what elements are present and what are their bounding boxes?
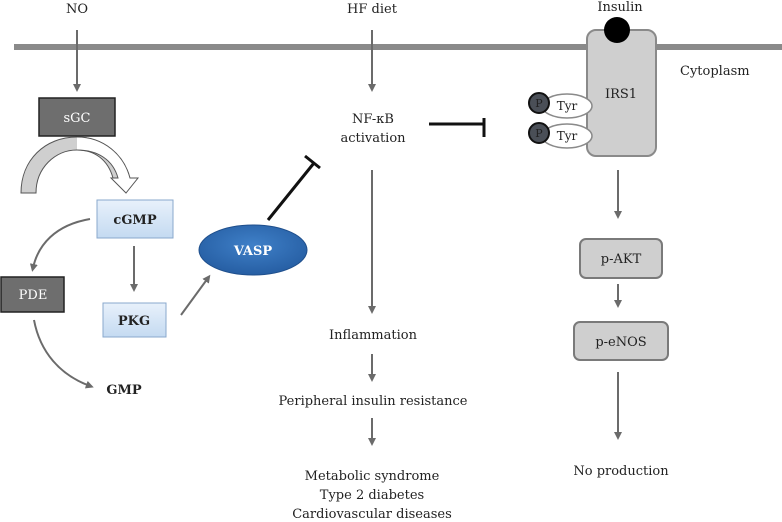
sgc-label: sGC bbox=[63, 111, 90, 126]
p-akt-node: p-AKT bbox=[579, 238, 663, 279]
cytoplasm-label: Cytoplasm bbox=[680, 64, 750, 79]
pkg-node: PKG bbox=[102, 302, 167, 338]
phosphate-icon bbox=[528, 122, 550, 144]
cgmp-label: cGMP bbox=[113, 213, 156, 228]
tyr-label: Tyr bbox=[557, 129, 578, 143]
p-enos-node: p-eNOS bbox=[573, 321, 669, 361]
nfkb-label: NF-κB bbox=[352, 112, 394, 127]
cell-membrane bbox=[14, 44, 782, 50]
phosphate-label: P bbox=[535, 97, 543, 110]
outcome-metabolic-syndrome: Metabolic syndrome bbox=[305, 469, 440, 484]
nfkb-activation-label: activation bbox=[340, 131, 406, 146]
cgmp-to-pde-arrow bbox=[29, 218, 91, 272]
pkg-label: PKG bbox=[118, 314, 150, 329]
resistance-label: Peripheral insulin resistance bbox=[279, 394, 468, 409]
insulin-ligand-icon bbox=[604, 17, 630, 43]
phosphate-label: P bbox=[535, 127, 543, 140]
cgmp-node: cGMP bbox=[96, 199, 174, 239]
nfkb-inhibits-irs1 bbox=[429, 118, 486, 137]
pde-label: PDE bbox=[19, 288, 48, 303]
inflammation-label: Inflammation bbox=[329, 328, 418, 343]
outcome-type2-diabetes: Type 2 diabetes bbox=[320, 488, 424, 503]
sgc-node: sGC bbox=[38, 97, 116, 137]
pde-node: PDE bbox=[0, 276, 65, 313]
tyr-label: Tyr bbox=[557, 99, 578, 113]
vasp-inhibits-nfkb bbox=[266, 154, 321, 221]
outcome-cardiovascular: Cardiovascular diseases bbox=[292, 507, 452, 522]
conversion-arc-arrow bbox=[20, 136, 140, 194]
insulin-label: Insulin bbox=[597, 0, 643, 15]
vasp-label: VASP bbox=[233, 244, 273, 259]
hf-diet-label: HF diet bbox=[347, 2, 398, 17]
pde-to-gmp-arrow bbox=[33, 319, 94, 389]
irs1-label: IRS1 bbox=[605, 87, 637, 102]
no-production-label: No production bbox=[573, 464, 669, 479]
irs1-receptor: IRS1 bbox=[586, 29, 657, 157]
vasp-node: VASP bbox=[198, 224, 308, 276]
p-akt-label: p-AKT bbox=[601, 252, 642, 267]
pkg-to-vasp-arrow bbox=[180, 274, 211, 316]
phospho-site-2: P Tyr bbox=[528, 122, 593, 149]
phosphate-icon bbox=[528, 92, 550, 114]
phospho-site-1: P Tyr bbox=[528, 92, 593, 119]
no-label: NO bbox=[66, 2, 88, 17]
gmp-label: GMP bbox=[106, 383, 141, 398]
p-enos-label: p-eNOS bbox=[595, 335, 646, 350]
